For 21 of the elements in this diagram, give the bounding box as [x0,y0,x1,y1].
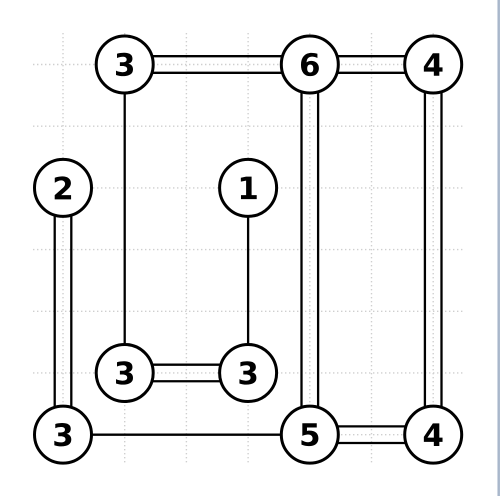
node-label: 4 [424,423,443,446]
bridge-line [152,55,282,58]
bridge-line [124,93,126,344]
bridge-line [440,92,443,408]
node-label: 5 [301,423,318,446]
bridge-line [152,380,220,382]
bridge-line [424,92,426,408]
bridge-line [70,216,72,408]
bridge-line [246,216,250,344]
node-label: 3 [54,423,72,446]
bridge-line [92,434,281,436]
bridge-line [300,92,303,408]
bridge-line [337,425,406,428]
bridge-line [316,92,320,408]
node-label: 4 [424,53,443,76]
bridge-line [152,72,282,74]
bridge-line [337,55,406,58]
bridge-line [337,72,406,74]
bridge-line [54,216,56,408]
bridge-line [337,442,406,444]
bridge-line [152,364,220,366]
